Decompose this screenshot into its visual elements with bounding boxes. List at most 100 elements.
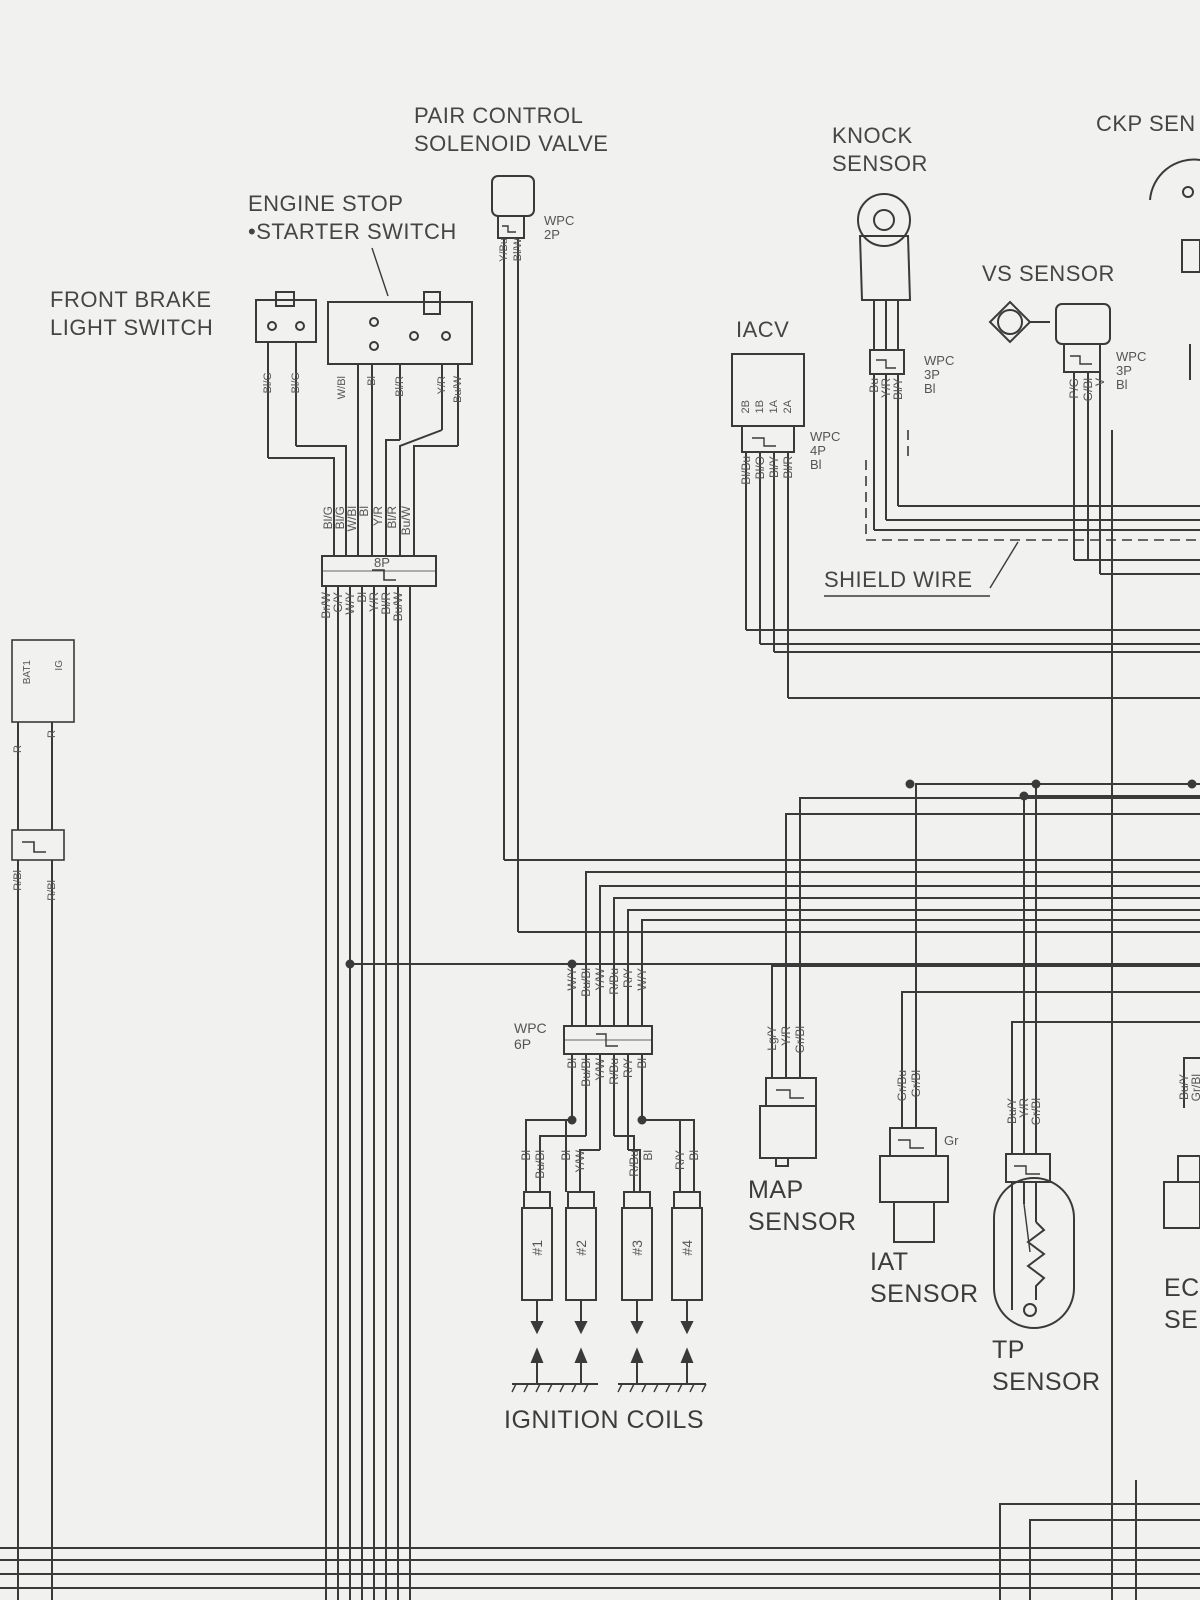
wire-code-iacv-pins: 1A	[767, 400, 780, 414]
iat-sensor-label: IAT SENSOR	[870, 1248, 979, 1308]
coil-number-label: #4	[679, 1240, 695, 1256]
wire-code-fuse-right: R	[45, 730, 58, 738]
wire-code-map: Y/R	[779, 1026, 793, 1047]
wire-code-iacv: Bl/R	[781, 456, 795, 479]
wire-code-coil2: Bl	[559, 1150, 573, 1161]
ckp-sensor-label: CKP SEN	[1096, 111, 1196, 136]
wire-code-p6-top: R/Y	[621, 968, 635, 989]
knock-sensor-symbol	[824, 193, 1200, 597]
wire-code-coil2: Y/W	[573, 1150, 587, 1173]
connector-8p-label: 8P	[374, 555, 390, 570]
pair-solenoid-label: PAIR CONTROL SOLENOID VALVE	[414, 103, 609, 156]
pair-solenoid-symbol	[491, 175, 1200, 933]
wire-code-coil1: Bu/Bl	[533, 1150, 547, 1179]
iacv-wpc-4p-label: WPC 4P Bl	[810, 429, 841, 472]
wire-code-switch: W/Bl	[335, 376, 348, 400]
wire-code-iacv-pins: 1B	[753, 400, 766, 414]
wire-code-ect: Gr/Bl	[1189, 1074, 1200, 1102]
knock-sensor-label: KNOCK SENSOR	[832, 123, 928, 176]
wire-code-p6-bottom: R/Bu	[607, 1058, 621, 1085]
ignition-bus	[350, 871, 1200, 965]
wire-code-ign-box: IG	[54, 660, 65, 671]
map-sensor-symbol	[759, 797, 1200, 1167]
wpc-6p-label: WPC 6P	[514, 1020, 547, 1052]
wire-code-iacv: Bl/O	[753, 456, 767, 480]
wire-code-fuse-right: R/Bl	[45, 880, 58, 901]
wire-code-p6-top: W/Y	[635, 968, 649, 991]
wire-code-coil3: Bl	[641, 1150, 655, 1161]
tp-sensor-label: TP SENSOR	[992, 1336, 1101, 1396]
connector-wpc6p-symbol	[525, 964, 695, 1170]
wire-code-p6-bottom: Bl	[565, 1058, 579, 1069]
wire-code-p6-top: Bu/Bl	[579, 968, 593, 997]
iat-gr-label: Gr	[944, 1133, 959, 1148]
shield-wire-label: SHIELD WIRE	[824, 567, 973, 592]
wire-code-pair: Bl/W	[511, 238, 524, 262]
ckp-sensor-symbol	[1149, 158, 1200, 380]
ect-sensor-symbol	[1163, 1057, 1200, 1229]
wire-code-p6-bottom: Bu/Bl	[579, 1058, 593, 1087]
wire-code-coil4: R/Y	[673, 1150, 687, 1171]
wire-code-switch: Bl/R	[393, 376, 406, 397]
iacv-label: IACV	[736, 317, 790, 342]
ignition-coil-symbols	[511, 1170, 707, 1393]
wire-code-switch: Y/R	[435, 376, 448, 395]
map-sensor-label: MAP SENSOR	[748, 1176, 857, 1236]
vs-sensor-label: VS SENSOR	[982, 261, 1115, 286]
wire-code-p6-bottom: Y/W	[593, 1058, 607, 1081]
coil-number-label: #1	[529, 1240, 545, 1256]
wire-code-map: Gr/Bl	[793, 1026, 807, 1054]
splice-dots	[345, 779, 1197, 1125]
wire-code-fuse-left: R/Bl	[11, 870, 24, 891]
ignition-coils-label: IGNITION COILS	[504, 1406, 705, 1434]
wire-code-map: Lg/Y	[765, 1026, 779, 1051]
wire-code-iacv: Bl/Y	[767, 456, 781, 479]
wire-code-p8-top: Bl	[357, 506, 371, 517]
harness-8p-wires	[325, 520, 415, 1600]
wire-code-switch: Bl	[365, 376, 378, 386]
coil-number-label: #3	[629, 1240, 645, 1256]
wire-code-switch: Bu/W	[451, 376, 464, 403]
wire-code-p6-bottom: Bl	[635, 1058, 649, 1069]
wire-code-iat: Gr/Bu	[895, 1070, 909, 1102]
wire-code-p6-top: W/Y	[565, 968, 579, 991]
wire-code-pair: Y/Bu	[497, 238, 510, 262]
engine-stop-starter-switch-symbol	[327, 247, 473, 520]
ignition-fuse-block	[11, 639, 75, 1600]
wire-code-coil3: R/Bu	[627, 1150, 641, 1177]
wire-code-p8-top: Bu/W	[399, 506, 413, 536]
connector-8p-symbol	[321, 555, 437, 587]
bottom-harness	[0, 1503, 1200, 1600]
vs-sensor-symbol	[988, 300, 1200, 1600]
wire-code-p6-bottom: R/Y	[621, 1058, 635, 1079]
wire-code-p8-top: Bl/R	[385, 506, 399, 529]
wire-code-p8-top: Y/R	[371, 506, 385, 527]
ect-sensor-label: EC SE	[1164, 1274, 1200, 1334]
wire-code-knock: Bl/Y	[891, 378, 905, 401]
wire-code-p6-top: R/Bu	[607, 968, 621, 995]
wire-code-iacv: Bl/Bu	[739, 456, 753, 485]
wire-code-vs: P/G	[1067, 378, 1081, 399]
wire-code-p8-bottom: Bu/W	[391, 592, 405, 622]
wpc-2p-label: WPC 2P	[544, 213, 575, 242]
iacv-symbol	[731, 353, 1200, 699]
wire-code-fuse-left: R	[11, 745, 24, 753]
wire-code-iacv-pins: 2B	[739, 400, 752, 414]
tp-sensor-symbol	[993, 784, 1200, 1329]
wire-code-iat: Gr/Bl	[909, 1070, 923, 1098]
iat-sensor-symbol	[879, 783, 1200, 1243]
vs-wpc-3p-label: WPC 3P Bl	[1116, 349, 1147, 392]
coil-number-label: #2	[573, 1240, 589, 1256]
wire-code-tp: Gr/Bl	[1029, 1098, 1043, 1126]
wire-code-vs: V	[1093, 378, 1107, 387]
wire-code-iacv-pins: 2A	[781, 400, 794, 414]
wire-code-brake: Bl/G	[289, 372, 302, 394]
wire-code-coil1: Bl	[519, 1150, 533, 1161]
knock-wpc-3p-label: WPC 3P Bl	[924, 353, 955, 396]
wire-code-brake: Bl/G	[261, 372, 274, 394]
wire-code-coil4: Bl	[687, 1150, 701, 1161]
front-brake-switch-symbol	[255, 291, 347, 520]
wire-code-ign-box: BAT1	[22, 660, 33, 685]
engine-stop-switch-label: ENGINE STOP •STARTER SWITCH	[248, 191, 457, 244]
